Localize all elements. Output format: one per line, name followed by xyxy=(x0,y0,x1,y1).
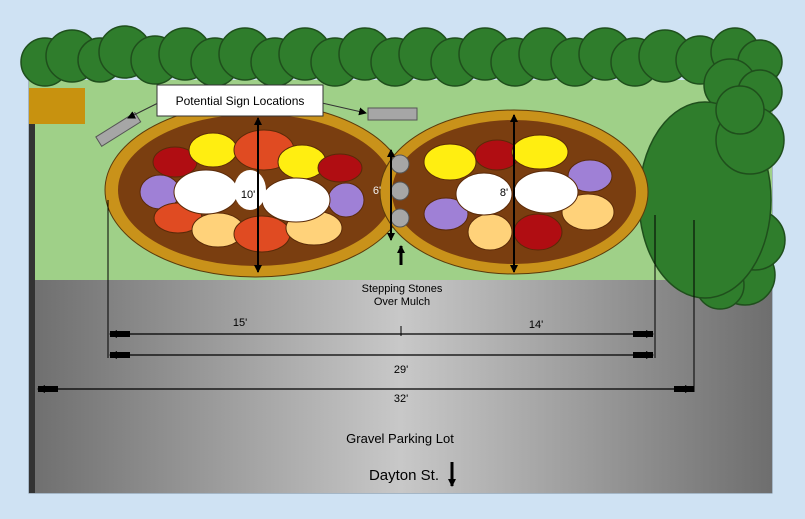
bed-left-width-label: 10' xyxy=(241,189,255,201)
sign-callout-leaders xyxy=(127,102,367,119)
dimension-right-label: 14' xyxy=(529,319,543,331)
stepping-stones xyxy=(390,154,410,228)
dimension-overall-label: 32' xyxy=(394,393,408,405)
dimension-extension-lines xyxy=(107,200,695,392)
gravel-lot-label: Gravel Parking Lot xyxy=(346,431,454,446)
stepping-stones-label-line1: Stepping Stones xyxy=(362,283,443,295)
sign-location-right xyxy=(367,107,418,121)
dimension-end-caps xyxy=(38,331,694,392)
dimension-left-label: 15' xyxy=(233,317,247,329)
bed-width-dimensions xyxy=(254,114,518,273)
flower-bed-right xyxy=(379,109,649,275)
right-tree xyxy=(638,85,786,310)
horizontal-dimensions xyxy=(37,330,693,393)
stepping-stones-label-line2: Over Mulch xyxy=(374,296,430,308)
sign-callout-box xyxy=(156,84,324,117)
sign-location-left xyxy=(95,111,142,147)
left-boundary-post xyxy=(29,120,35,493)
corner-structure xyxy=(29,88,85,124)
street-label: Dayton St. xyxy=(369,467,439,484)
gap-width-label: 6' xyxy=(373,185,381,197)
bed-right-width-label: 8' xyxy=(500,187,508,199)
dimension-total-label: 29' xyxy=(394,364,408,376)
sign-callout-label: Potential Sign Locations xyxy=(176,94,305,108)
flower-bed-left xyxy=(104,102,408,278)
gravel-lot xyxy=(29,280,772,493)
